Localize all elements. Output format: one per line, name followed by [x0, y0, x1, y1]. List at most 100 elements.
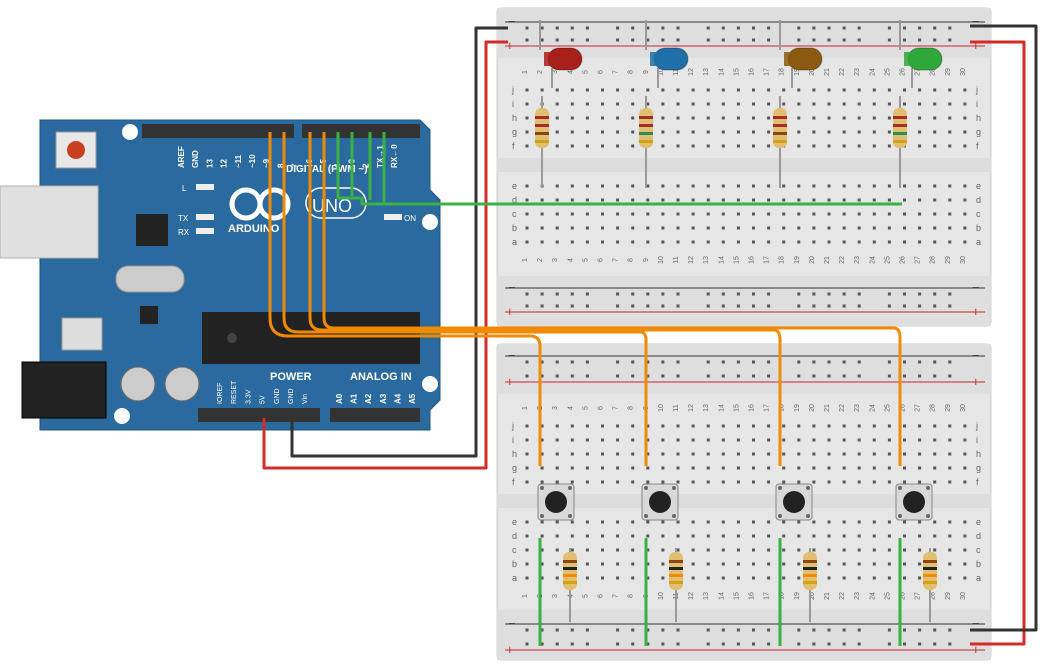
- rail-hole: [540, 26, 544, 30]
- column-number: 23: [854, 404, 861, 412]
- rail-minus-label: −: [972, 616, 980, 631]
- push-button[interactable]: [775, 483, 813, 521]
- breadboard-hole: [767, 130, 771, 134]
- column-number: 10: [658, 592, 665, 600]
- column-number: 13: [703, 256, 710, 264]
- column-number: 11: [673, 68, 680, 75]
- breadboard-hole: [812, 226, 816, 230]
- rail-hole: [555, 304, 559, 308]
- rail-hole: [570, 360, 574, 364]
- rail-hole: [767, 628, 771, 632]
- digital-label: DIGITAL (PWM ~): [286, 164, 368, 175]
- row-label: h: [976, 449, 981, 459]
- rail-hole: [857, 304, 861, 308]
- breadboard-hole: [661, 130, 665, 134]
- breadboard-hole: [782, 88, 786, 92]
- breadboard-hole: [631, 424, 635, 428]
- rail-hole: [646, 642, 650, 646]
- breadboard-hole: [963, 424, 967, 428]
- breadboard-hole: [948, 562, 952, 566]
- rail-hole: [918, 374, 922, 378]
- breadboard-hole: [691, 548, 695, 552]
- breadboard-hole: [812, 548, 816, 552]
- rail-hole: [616, 360, 620, 364]
- breadboard-hole: [872, 534, 876, 538]
- breadboard-hole: [903, 520, 906, 524]
- breadboard-hole: [782, 452, 786, 456]
- breadboard-hole: [963, 548, 967, 552]
- column-number: 19: [794, 592, 801, 600]
- breadboard-hole: [827, 144, 831, 148]
- breadboard-hole: [797, 226, 801, 230]
- breadboard-hole: [857, 438, 861, 442]
- rail-plus-label: +: [972, 642, 980, 657]
- breadboard-hole: [857, 480, 861, 484]
- column-number: 21: [824, 592, 831, 600]
- power-pin-label: Vin: [302, 394, 309, 404]
- breadboard-hole: [872, 102, 876, 106]
- column-number: 6: [598, 594, 605, 598]
- row-label: e: [512, 181, 517, 191]
- rail-hole: [555, 292, 559, 296]
- column-number: 16: [749, 592, 756, 600]
- breadboard-hole: [631, 184, 635, 188]
- wire-orange: [282, 132, 648, 466]
- breadboard-hole: [842, 88, 846, 92]
- breadboard-hole: [887, 130, 891, 134]
- column-number: 29: [945, 592, 952, 600]
- breadboard-hole: [903, 198, 906, 202]
- breadboard-hole: [887, 144, 891, 148]
- breadboard-hole: [948, 212, 952, 216]
- column-number: 20: [809, 404, 816, 412]
- breadboard-hole: [585, 226, 589, 230]
- breadboard-hole: [827, 562, 831, 566]
- rail-hole: [585, 642, 589, 646]
- column-number: 3: [552, 594, 559, 598]
- power-pin-label: GND: [274, 388, 281, 404]
- column-number: 24: [869, 404, 876, 412]
- push-button[interactable]: [895, 483, 933, 521]
- rail-hole: [646, 374, 650, 378]
- breadboard-hole: [540, 520, 544, 524]
- push-button[interactable]: [537, 483, 575, 521]
- push-button[interactable]: [641, 483, 679, 521]
- breadboard-hole: [631, 144, 635, 148]
- row-label: f: [512, 141, 515, 151]
- breadboard-hole: [736, 144, 740, 148]
- breadboard-hole: [872, 130, 876, 134]
- rail-hole: [646, 628, 650, 632]
- breadboard-hole: [585, 102, 589, 106]
- analog-pin-label: A1: [350, 393, 359, 404]
- rail-hole: [676, 628, 680, 632]
- breadboard-hole: [827, 548, 831, 552]
- rail-hole: [842, 374, 846, 378]
- column-number: 13: [703, 404, 710, 412]
- breadboard-hole: [812, 184, 816, 188]
- breadboard-hole: [631, 466, 635, 470]
- breadboard-hole: [691, 184, 695, 188]
- breadboard-hole: [691, 102, 695, 106]
- column-number: 8: [628, 594, 635, 598]
- breadboard-hole: [797, 88, 801, 92]
- breadboard-hole: [767, 240, 771, 244]
- rail-hole: [721, 374, 725, 378]
- breadboard-hole: [872, 438, 876, 442]
- column-number: 21: [824, 256, 831, 264]
- breadboard-hole: [555, 480, 559, 484]
- breadboard-hole: [872, 88, 876, 92]
- rail-hole: [933, 26, 937, 30]
- breadboard-hole: [676, 116, 680, 120]
- rail-hole: [933, 38, 937, 42]
- rail-hole: [585, 26, 589, 30]
- breadboard-hole: [872, 212, 876, 216]
- breadboard-hole: [585, 198, 589, 202]
- breadboard-hole: [525, 534, 529, 538]
- breadboard-hole: [948, 88, 952, 92]
- push-buttons: [537, 483, 933, 521]
- column-number: 17: [764, 404, 771, 412]
- breadboard-hole: [887, 102, 891, 106]
- breadboard-hole: [948, 226, 952, 230]
- column-number: 26: [900, 404, 907, 412]
- digital-pin-label: ~10: [248, 154, 257, 168]
- column-number: 1: [522, 594, 529, 598]
